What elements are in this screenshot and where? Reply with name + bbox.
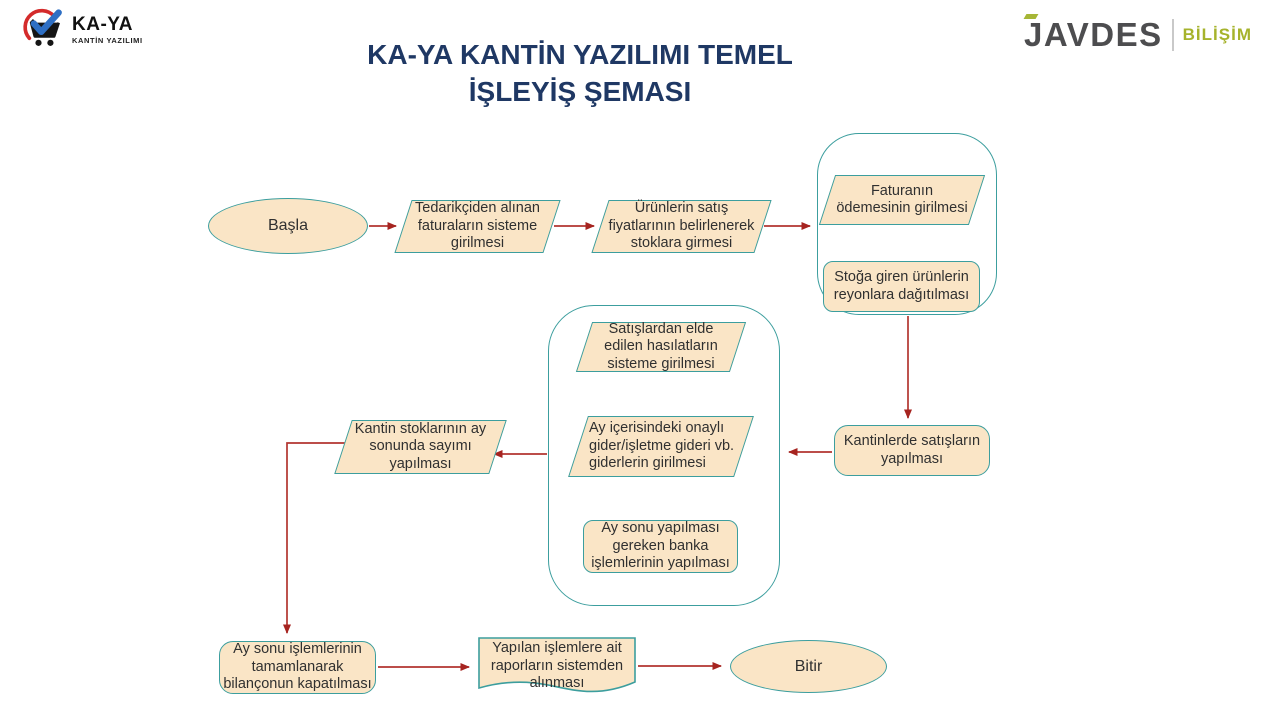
javdes-logo-suffix: BİLİŞİM [1182,24,1252,44]
node-bank-transactions: Ay sonu yapılması gereken banka işlemler… [583,520,738,573]
node-supplier-invoices: Tedarikçiden alınan faturaların sisteme … [394,200,561,253]
javdes-logo-divider [1171,18,1174,51]
javdes-logo-title: JAVDES [1023,14,1163,53]
node-end: Bitir [730,640,887,693]
page-title-line1: KA-YA KANTİN YAZILIMI TEMEL [367,39,793,70]
node-stock-count: Kantin stoklarının ay sonunda sayımı yap… [334,420,507,474]
kaya-logo-subtitle: KANTİN YAZILIMI [72,36,143,46]
javdes-logo: JAVDES BİLİŞİM [1023,14,1252,53]
node-reports: Yapılan işlemlere ait raporların sistemd… [478,637,638,706]
kaya-cart-icon [23,8,62,46]
page-title-line2: İŞLEYİŞ ŞEMASI [468,76,692,107]
node-start: Başla [208,198,368,254]
kaya-logo: KA-YA KANTİN YAZILIMI [22,8,143,52]
kaya-logo-title: KA-YA [72,14,133,36]
node-month-end-close: Ay sonu işlemlerinin tamamlanarak bilanç… [219,641,376,694]
node-sales-prices: Ürünlerin satış fiyatlarının belirlenere… [591,200,772,253]
page-title: KA-YA KANTİN YAZILIMI TEMEL İŞLEYİŞ ŞEMA… [300,36,860,110]
node-expense-entry: Ay içerisindeki onaylı gider/işletme gid… [568,416,754,477]
node-invoice-payment: Faturanın ödemesinin girilmesi [818,175,986,225]
node-revenue-entry: Satışlardan elde edilen hasılatların sis… [575,321,747,372]
node-shelf-distribution: Stoğa giren ürünlerin reyonlara dağıtılm… [823,261,980,312]
document-shape-icon [478,637,636,693]
node-canteen-sales: Kantinlerde satışların yapılması [834,425,990,476]
